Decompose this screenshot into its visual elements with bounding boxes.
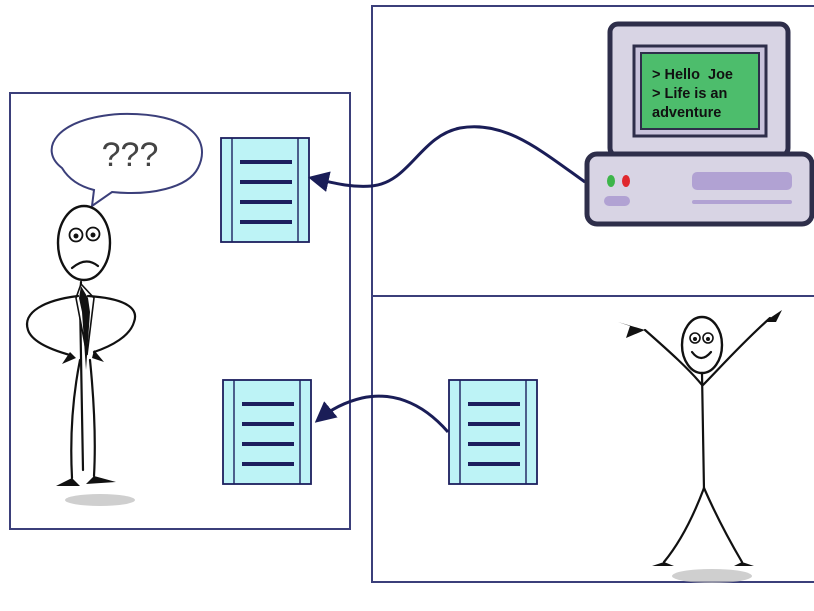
- screen-line-3: adventure: [652, 105, 721, 121]
- left-arm: [643, 328, 704, 387]
- left-arm: [25, 294, 80, 357]
- figure-shadow: [672, 569, 752, 583]
- document-icon-received-top: [220, 137, 310, 243]
- monitor-screen: [640, 52, 760, 130]
- right-hand: [766, 310, 782, 322]
- right-arm: [701, 316, 772, 387]
- right-leg: [702, 486, 744, 564]
- screen-line-1: > Hello Joe: [652, 67, 733, 83]
- smile-mouth: [690, 350, 713, 360]
- power-button: [604, 196, 630, 206]
- arrow-computer-to-document: [307, 125, 586, 192]
- left-leg: [70, 358, 82, 480]
- bottom-right-panel: [371, 295, 814, 583]
- green-led: [607, 175, 615, 187]
- right-leg: [88, 358, 96, 478]
- screen-line-2: > Life is an: [652, 86, 727, 102]
- necktie: [79, 286, 90, 370]
- arrow-document-to-document: [314, 394, 450, 433]
- head: [680, 315, 724, 375]
- left-foot: [652, 562, 674, 566]
- right-arm: [86, 294, 137, 354]
- frown-mouth: [70, 260, 100, 270]
- document-icon-received-bottom: [222, 379, 312, 485]
- right-foot: [86, 476, 116, 484]
- left-foot: [56, 478, 80, 486]
- red-led: [622, 175, 630, 187]
- speech-bubble: ???: [50, 112, 203, 209]
- right-foot: [734, 562, 754, 566]
- speech-bubble-text: ???: [102, 136, 159, 174]
- left-leg: [662, 486, 706, 564]
- figure-shadow: [65, 494, 135, 506]
- disk-drive-slot: [692, 172, 792, 190]
- happy-stick-figure: [618, 310, 782, 583]
- head: [56, 204, 112, 282]
- confused-stick-figure: [25, 204, 137, 506]
- document-icon-sent: [448, 379, 538, 485]
- left-hand: [618, 322, 645, 338]
- body: [700, 371, 706, 492]
- computer-icon: > Hello Joe > Life is an adventure: [584, 21, 814, 227]
